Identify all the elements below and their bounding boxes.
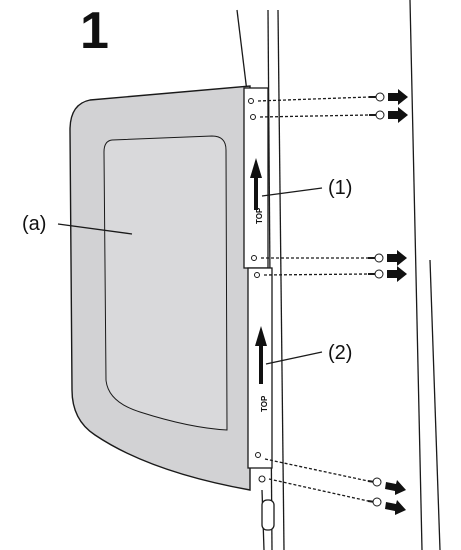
screw-guide-2	[259, 114, 370, 118]
hinge-clip-hole	[258, 475, 266, 483]
screw-3	[368, 253, 384, 263]
screw-arrow-icon-2	[388, 107, 408, 123]
screw-5	[367, 477, 382, 487]
post-line-left	[236, 9, 249, 101]
leader-panel	[57, 223, 133, 235]
screw-arrow-icon-1	[388, 89, 408, 105]
post-line-mid	[277, 9, 285, 550]
top-mark-lower: TOP	[260, 395, 269, 412]
screw-4	[368, 269, 384, 279]
callout-leaders	[57, 187, 323, 365]
bracket-lower-top-arrow	[255, 326, 267, 346]
bracket-lower-hole-2	[255, 452, 261, 458]
screw-arrow-icon-6	[385, 500, 406, 515]
bracket-lower-arrow-shaft	[259, 344, 263, 384]
label-bracket-upper: (1)	[328, 177, 352, 199]
screw-guide-4	[263, 273, 369, 276]
post-line-right	[409, 0, 423, 550]
bracket-upper-hole-2	[250, 114, 256, 120]
bracket-upper-hole-3	[251, 255, 257, 261]
hinge-clip	[258, 475, 275, 531]
hinge-clip-body	[261, 499, 275, 531]
bracket-upper-hole-1	[248, 98, 254, 104]
screw-arrow-icon-5	[385, 480, 406, 495]
screw-guide-1	[257, 96, 370, 102]
bracket-lower-hole-1	[254, 272, 260, 278]
leader-bracket-lower	[265, 351, 323, 365]
leader-bracket-upper	[261, 187, 323, 197]
screw-arrow-icon-3	[387, 250, 407, 266]
screw-guide-6	[268, 478, 369, 502]
post-line-far-right	[429, 259, 441, 550]
bracket-upper: TOP	[243, 87, 269, 269]
screw-guide-5	[264, 458, 369, 482]
label-panel: (a)	[22, 213, 46, 235]
screw-6	[367, 497, 382, 507]
side-panel-window	[103, 135, 228, 431]
label-bracket-lower: (2)	[328, 342, 352, 364]
screw-arrow-icon-4	[387, 266, 407, 282]
bracket-upper-top-arrow	[250, 158, 262, 178]
screw-1	[369, 92, 385, 102]
step-number: 1	[80, 2, 109, 60]
bracket-upper-arrow-shaft	[254, 176, 258, 210]
bracket-lower: TOP	[247, 267, 273, 469]
side-panel	[69, 85, 251, 491]
screw-group	[257, 89, 408, 515]
screw-2	[369, 110, 385, 120]
top-mark-upper: TOP	[255, 207, 264, 224]
